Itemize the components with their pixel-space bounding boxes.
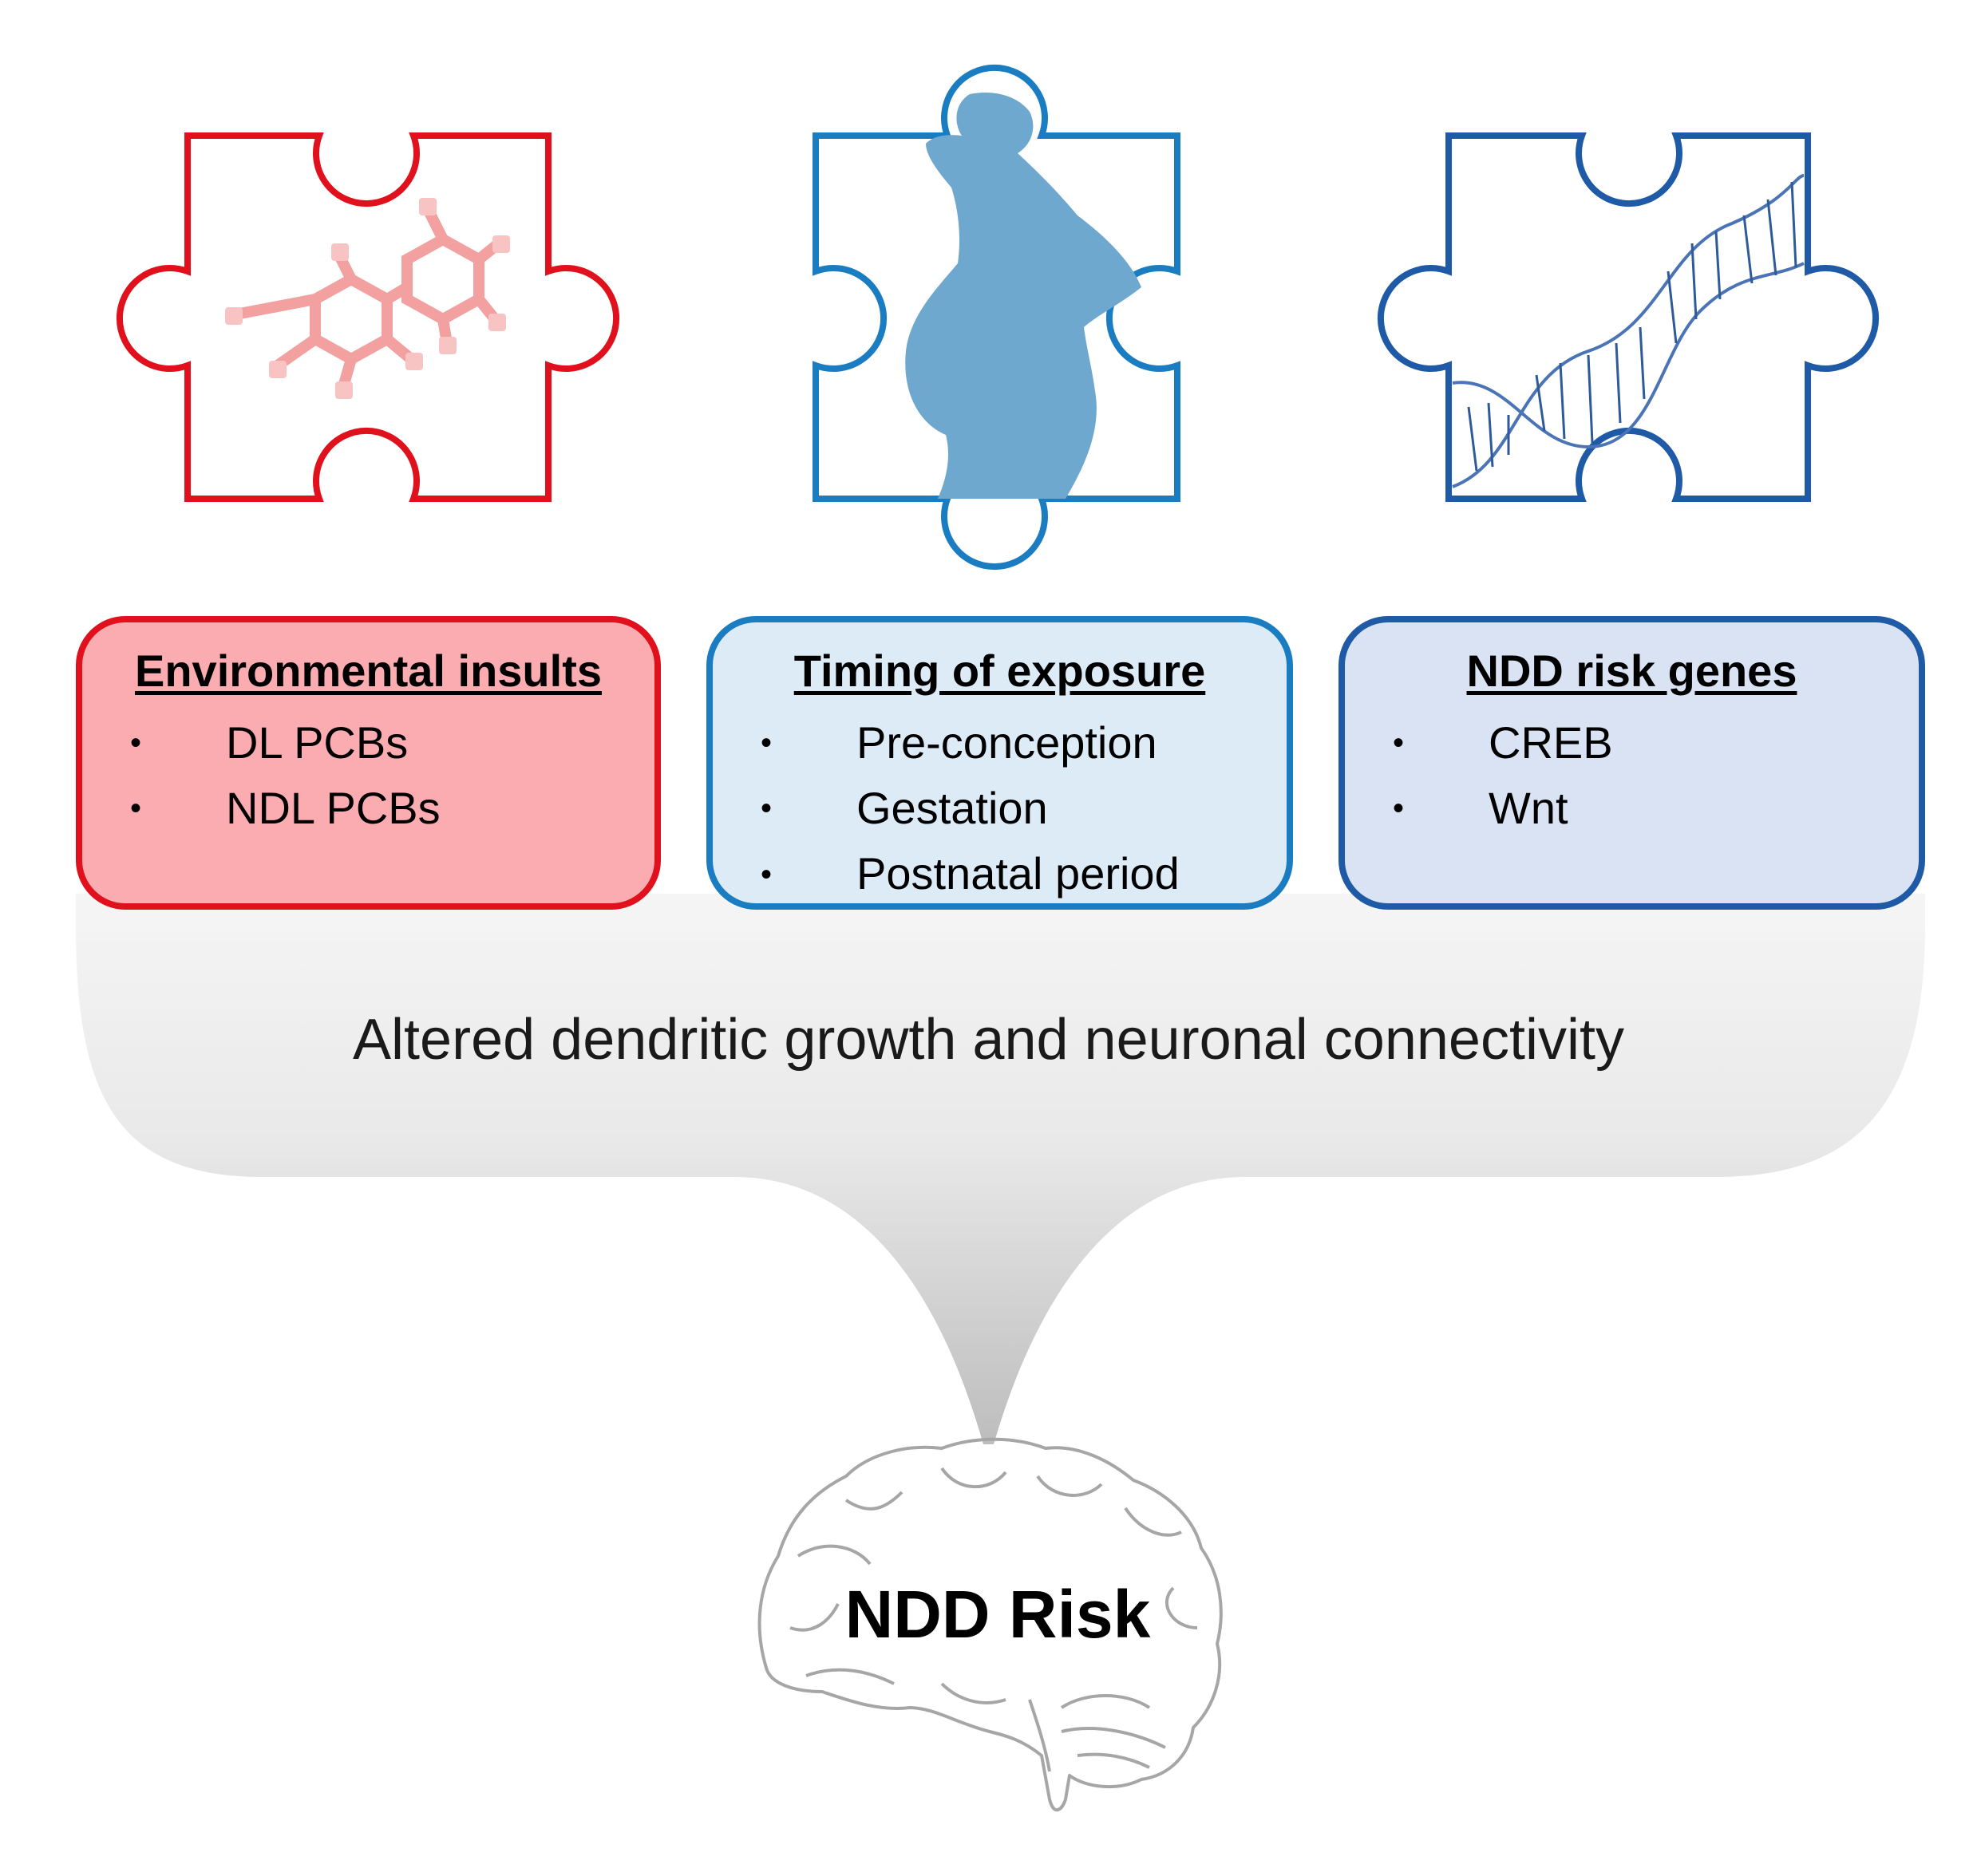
environmental-insults-list: •DL PCBs •NDL PCBs: [130, 709, 441, 839]
convergence-funnel: [76, 894, 1925, 1444]
ndd-risk-genes-title: NDD risk genes: [1466, 646, 1797, 696]
timing-of-exposure-title: Timing of exposure: [793, 646, 1206, 696]
list-item: •DL PCBs: [130, 717, 409, 768]
outcome-label: NDD Risk: [844, 1577, 1151, 1652]
timing-of-exposure-list: •Pre-conception •Gestation •Postnatal pe…: [761, 709, 1180, 906]
dna-helix-icon: [1452, 174, 1805, 488]
timing-of-exposure-box: Timing of exposure •Pre-conception •Gest…: [706, 616, 1293, 910]
pcb-atoms: [225, 198, 510, 399]
environmental-insults-title: Environmental insults: [135, 646, 602, 696]
list-item: •NDL PCBs: [130, 783, 441, 834]
genes-puzzle-piece: [1377, 132, 1880, 502]
brain-icon: [757, 1437, 1223, 1812]
timing-puzzle-piece: [813, 64, 1180, 571]
list-item: •Postnatal period: [761, 848, 1180, 899]
list-item: •Pre-conception: [761, 717, 1157, 768]
pregnant-woman-icon: [905, 93, 1141, 500]
list-item: •Gestation: [761, 783, 1048, 834]
list-item: •CREB: [1393, 717, 1613, 768]
environmental-insults-box: Environmental insults •DL PCBs •NDL PCBs: [76, 616, 661, 910]
environmental-puzzle-piece: [116, 132, 620, 502]
ndd-risk-genes-list: •CREB •Wnt: [1393, 709, 1613, 839]
list-item: •Wnt: [1393, 783, 1568, 834]
ndd-risk-genes-box: NDD risk genes •CREB •Wnt: [1338, 616, 1925, 910]
pcb-molecule-icon: [226, 202, 504, 393]
summary-text: Altered dendritic growth and neuronal co…: [353, 1008, 1624, 1072]
